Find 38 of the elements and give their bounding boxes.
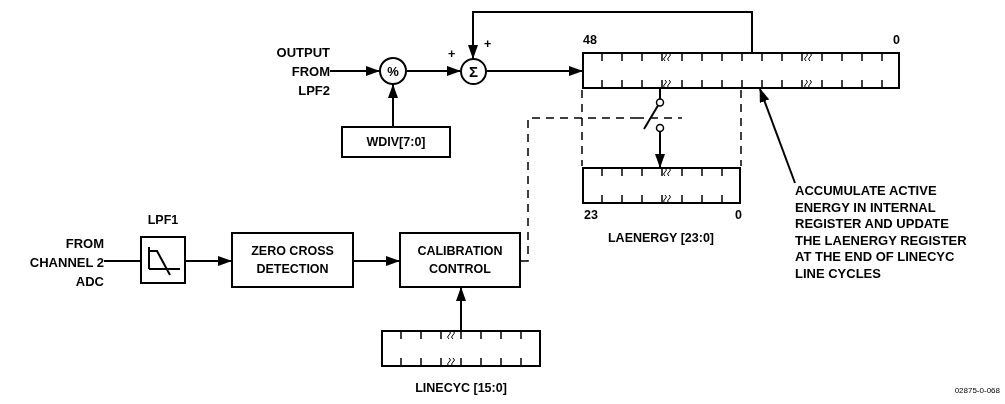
signal-arrow [655,131,665,168]
register-name: LAENERGY [23:0] [608,231,714,245]
signal-arrow [185,256,232,266]
signal-arrow [456,287,466,331]
block-label: CALIBRATION CONTROL [416,243,504,278]
signal-arrow [329,66,380,76]
bit-index: 0 [893,33,900,47]
signal-arrow [486,66,583,76]
operator-symbol: % [387,63,399,79]
filter-name: LPF1 [147,213,179,227]
operator-symbol: Σ [469,63,478,80]
register-block [582,167,741,204]
bit-index: 48 [583,33,597,47]
signal-arrow [406,66,461,76]
control-line [520,117,637,262]
block-label: ZERO CROSS DETECTION [250,243,335,278]
switch-symbol [636,96,682,132]
process-block [399,232,521,288]
register-name: LINECYC [15:0] [415,381,507,395]
bit-index: 23 [584,208,598,222]
annotation-text: ACCUMULATE ACTIVE ENERGY IN INTERNAL REGISTER AND UPDATE THE LAENERGY REGISTER AT THE END OF LINECYC LINE CYCLES [795,183,967,291]
register-block [381,330,541,367]
process-block [231,232,354,288]
signal-arrow [353,256,400,266]
process-block [341,126,451,158]
block-label: WDIV[7:0] [366,134,426,151]
signal-arrow [388,84,398,127]
leader-arrow [759,88,796,184]
sign-label: + [448,47,456,61]
figure-code: 02875-0-068 [954,386,1000,395]
bit-index: 0 [735,208,742,222]
summing-junction [460,58,487,85]
signal-arrow [468,11,753,59]
divider-circle [379,57,407,85]
signal-label: FROM CHANNEL 2 ADC [24,234,104,292]
register-block [582,52,900,89]
sign-label: + [484,37,492,51]
signal-label: OUTPUT FROM LPF2 [266,43,330,101]
